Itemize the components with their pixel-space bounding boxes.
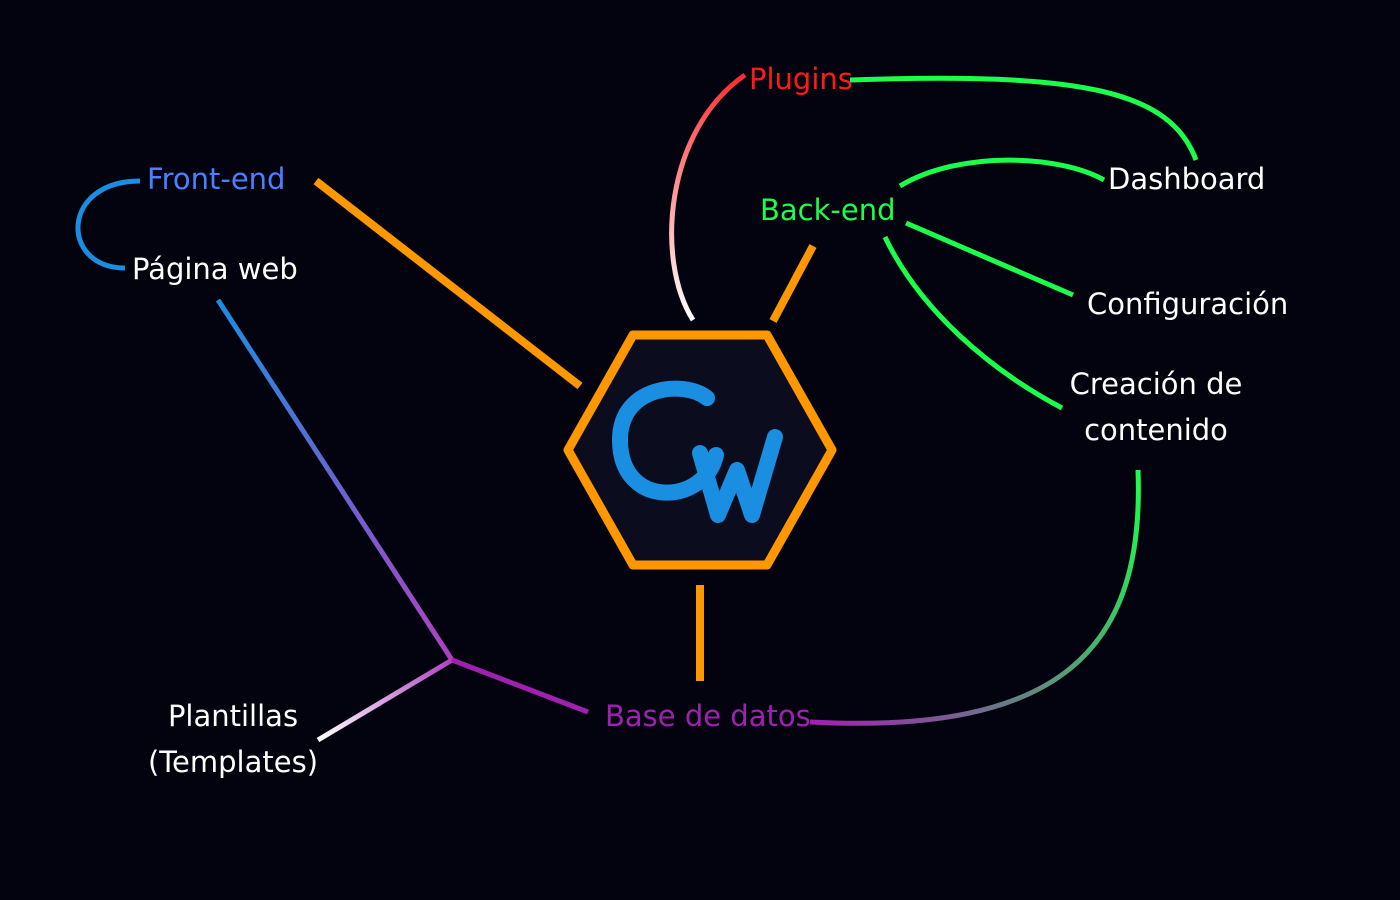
edge-creacion-basedatos <box>809 469 1141 726</box>
node-back-end: Back-end <box>760 193 896 227</box>
node-plugins: Plugins <box>749 62 853 96</box>
edge-plugins-dashboard <box>849 75 1199 161</box>
node-base-de-datos: Base de datos <box>605 699 811 733</box>
node-plantillas-line2: (Templates) <box>147 745 319 779</box>
node-front-end: Front-end <box>147 162 286 196</box>
edge-plantillas-junction <box>316 657 454 743</box>
node-creacion-line2: contenido <box>1084 413 1228 447</box>
logo-letter-w <box>692 429 783 523</box>
node-creacion-line1: Creación de <box>1069 367 1243 401</box>
node-dashboard: Dashboard <box>1108 162 1266 196</box>
logo-letter-g <box>612 380 724 501</box>
logo-gw <box>563 330 837 570</box>
edge-backend-configuracion <box>905 220 1074 298</box>
node-configuracion: Configuración <box>1087 287 1289 321</box>
node-pagina-web: Página web <box>132 252 298 286</box>
node-plantillas: Plantillas (Templates) <box>138 693 328 785</box>
node-creacion-de-contenido: Creación de contenido <box>1066 361 1246 453</box>
edge-paginaweb-junction <box>215 298 455 662</box>
edge-frontend-paginaweb <box>75 178 141 271</box>
edge-junction-basedatos <box>451 657 589 715</box>
edge-frontend-logo <box>313 177 583 390</box>
edge-backend-creacion <box>882 235 1064 411</box>
edge-backend-logo <box>769 244 817 323</box>
edge-backend-dashboard <box>898 157 1106 189</box>
edge-plugins-logo <box>669 72 747 322</box>
node-plantillas-line1: Plantillas <box>167 699 299 733</box>
